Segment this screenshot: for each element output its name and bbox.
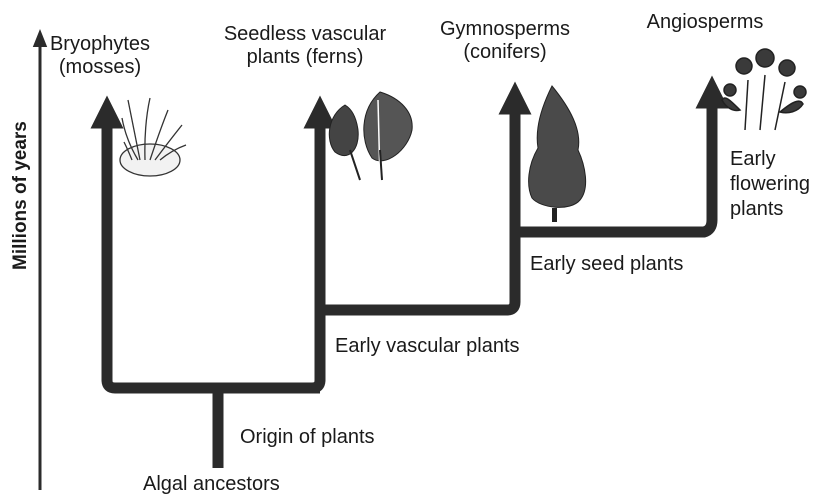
y-axis-label: Millions of years: [10, 121, 32, 270]
flowering-plant-icon: [722, 49, 806, 130]
moss-icon: [120, 98, 186, 176]
group-label-seedless-vascular: Seedless vascular plants (ferns): [224, 23, 386, 69]
vascular-branch: [218, 112, 320, 388]
node-label-early-seed: Early seed plants: [530, 253, 683, 276]
node-label-origin-of-plants: Origin of plants: [240, 426, 375, 449]
node-label-algal-ancestors: Algal ancestors: [143, 473, 280, 496]
node-label-early-vascular: Early vascular plants: [335, 335, 520, 358]
group-label-angiosperms: Angiosperms: [647, 11, 764, 34]
conifer-icon: [529, 86, 586, 222]
group-label-gymnosperms: Gymnosperms (conifers): [440, 18, 570, 64]
fern-icon: [329, 92, 412, 180]
group-label-bryophytes: Bryophytes (mosses): [50, 33, 150, 79]
node-label-early-flowering: Early flowering plants: [730, 147, 810, 222]
